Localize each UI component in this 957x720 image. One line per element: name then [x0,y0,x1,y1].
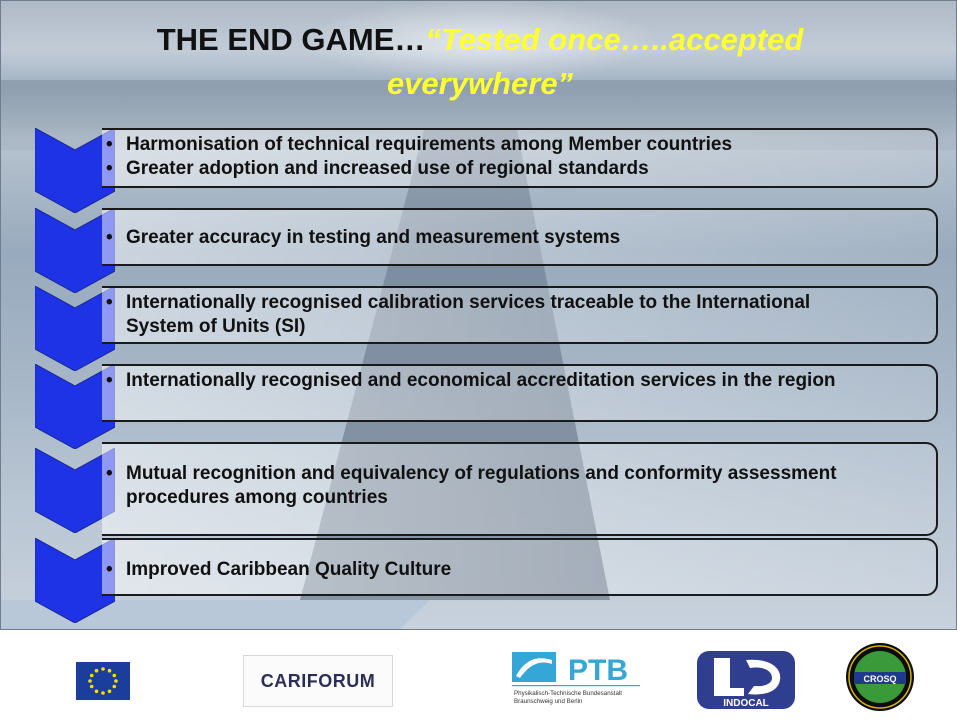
outcome-box: Internationally recognised calibration s… [102,286,938,344]
chevron-down-icon [35,286,115,371]
outcome-box: Mutual recognition and equivalency of re… [102,442,938,536]
crosq-wordmark: CROSQ [863,674,896,684]
ptb-logo: PTB Physikalisch-Technische Bundesanstal… [512,650,640,710]
ptb-wordmark: PTB [568,654,628,687]
outcome-item: Harmonisation of technical requirements … [106,133,936,157]
outcome-item: Internationally recognised calibration s… [106,291,846,339]
outcome-box: Improved Caribbean Quality Culture [102,538,938,596]
outcome-item: Mutual recognition and equivalency of re… [106,462,846,510]
cariforum-logo: CARIFORUM [243,655,393,707]
footer [0,630,957,720]
slide-title: THE END GAME…“Tested once…..accepted eve… [100,18,860,106]
eu-flag-logo [76,662,130,700]
outcome-box: Greater accuracy in testing and measurem… [102,208,938,266]
chevron-down-icon [35,538,115,623]
indocal-wordmark: INDOCAL [723,698,769,709]
ptb-subtitle-2: Braunschweig und Berlin [514,698,583,705]
outcome-item: Greater adoption and increased use of re… [106,157,936,181]
chevron-down-icon [35,128,115,213]
crosq-logo: CROSQ [845,642,915,712]
outcome-item: Internationally recognised and economica… [106,369,846,393]
ptb-subtitle-1: Physikalisch-Technische Bundesanstalt [514,690,622,697]
chevron-down-icon [35,448,115,533]
indocal-emblem: INDOCAL [697,651,795,709]
outcome-item: Greater accuracy in testing and measurem… [106,226,936,250]
title-main: THE END GAME… [156,22,426,57]
indocal-logo: INDOCAL [696,650,796,710]
outcome-box: Harmonisation of technical requirements … [102,128,938,188]
ptb-emblem: PTB Physikalisch-Technische Bundesanstal… [512,652,640,705]
outcome-box: Internationally recognised and economica… [102,364,938,422]
chevron-down-icon [35,364,115,449]
eu-stars-icon [88,667,118,695]
outcome-item: Improved Caribbean Quality Culture [106,558,936,582]
title-highlight: “Tested once…..accepted everywhere” [386,22,804,101]
crosq-seal: CROSQ [846,643,914,711]
chevron-down-icon [35,208,115,293]
